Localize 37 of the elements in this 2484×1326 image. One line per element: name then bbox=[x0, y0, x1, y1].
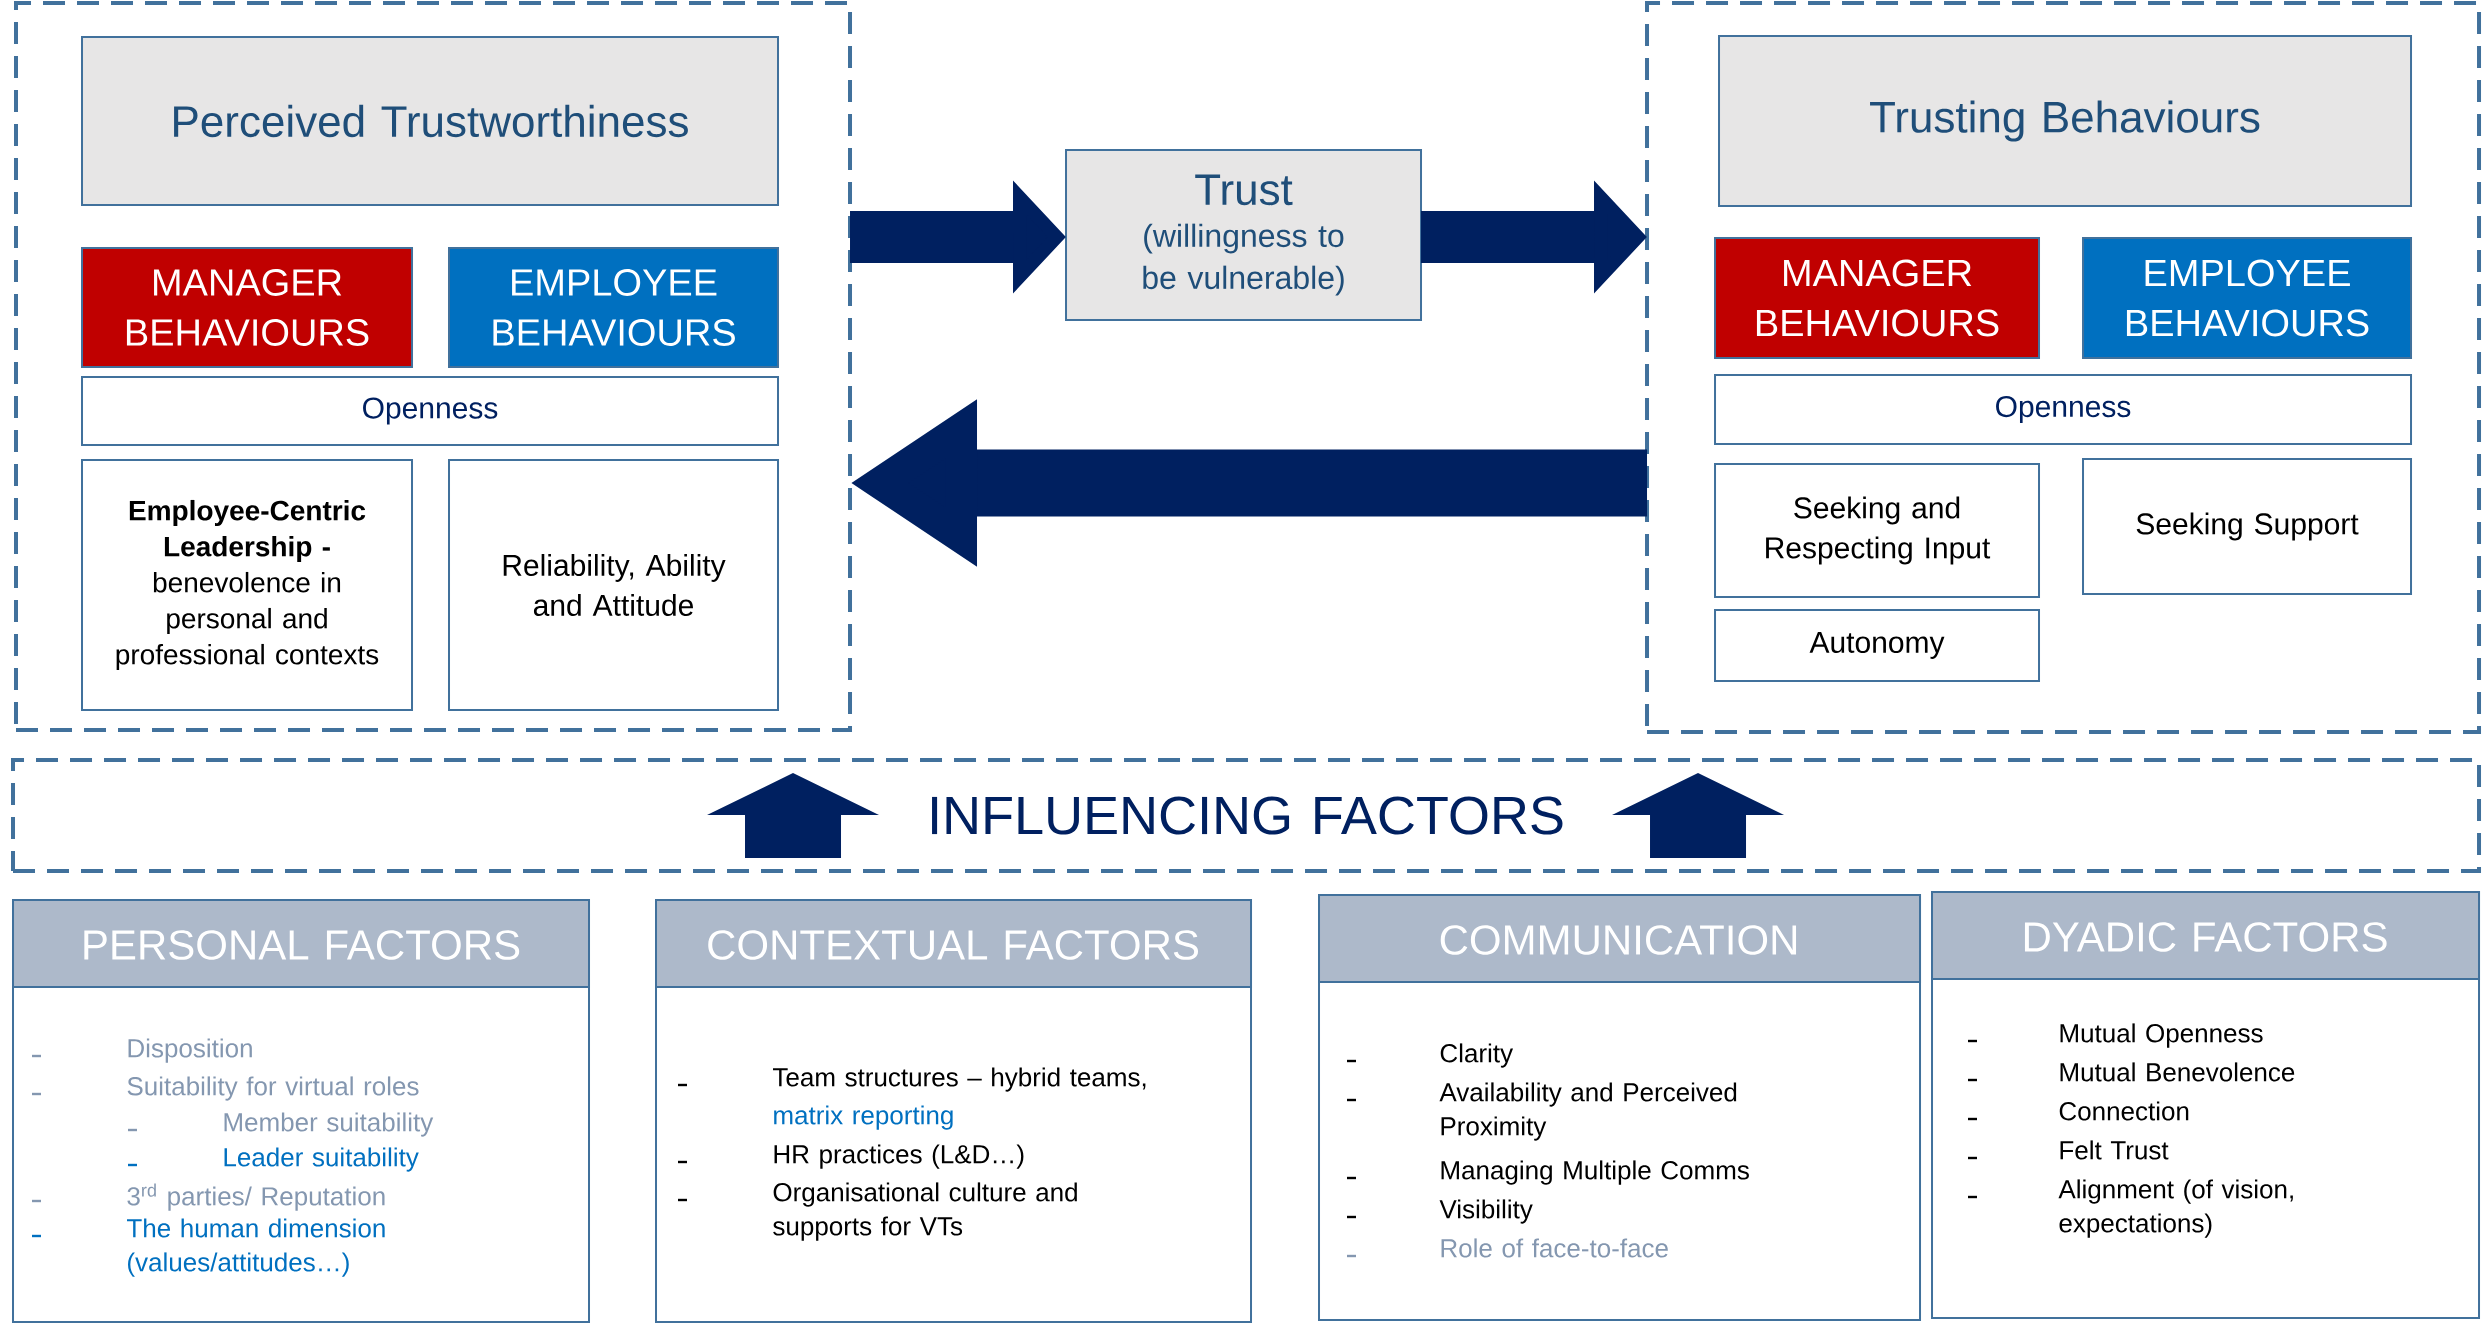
title-box: Trusting Behaviours bbox=[1718, 35, 2412, 207]
list-item: Mutual Openness bbox=[1968, 1023, 2263, 1048]
list-item: Mutual Benevolence bbox=[1968, 1062, 2295, 1082]
list-item: Visibility bbox=[1347, 1199, 1533, 1224]
list-item: Leader suitability bbox=[128, 1147, 419, 1172]
openness-box: Openness bbox=[81, 376, 779, 446]
list-item: Suitability for virtual roles bbox=[32, 1076, 419, 1101]
list-item: Clarity bbox=[1347, 1043, 1514, 1068]
list-item: Managing Multiple Comms bbox=[1347, 1160, 1749, 1185]
list-item: Felt Trust bbox=[1968, 1140, 2169, 1160]
text-box: Seeking Support bbox=[2082, 458, 2412, 595]
list-item: Member suitability bbox=[128, 1112, 434, 1137]
list-item: Disposition bbox=[32, 1038, 252, 1063]
title-box: Perceived Trustworthiness bbox=[81, 36, 779, 206]
list-item: Availability and Perceived Proximity bbox=[1347, 1082, 1737, 1141]
text-box: Employee-Centric Leadership - benevolence in personal and professional contexts bbox=[81, 459, 413, 711]
dashed-banner: INFLUENCING FACTORS bbox=[11, 758, 2482, 873]
behaviour-box: EMPLOYEE BEHAVIOURS bbox=[2082, 237, 2412, 359]
list-item: Role of face-to-face bbox=[1347, 1238, 1668, 1258]
list-item: matrix reporting bbox=[774, 1105, 953, 1130]
list-item: Connection bbox=[1968, 1101, 2189, 1121]
list-item: Organisational culture and supports for VTs bbox=[678, 1182, 1077, 1241]
list-item: The human dimension (values/attitudes…) bbox=[32, 1218, 385, 1277]
list-item: Team structures – hybrid teams, bbox=[678, 1067, 1146, 1092]
behaviour-box: MANAGER BEHAVIOURS bbox=[81, 247, 413, 368]
dashed-frame bbox=[14, 1, 852, 732]
list-item: Alignment (of vision, expectations) bbox=[1968, 1179, 2293, 1238]
text-box: Autonomy bbox=[1714, 609, 2040, 682]
text-box: Reliability, Ability and Attitude bbox=[448, 459, 779, 711]
dashed-frame bbox=[1645, 1, 2482, 734]
list-item: HR practices (L&D…) bbox=[678, 1144, 1024, 1169]
behaviour-box: MANAGER BEHAVIOURS bbox=[1714, 237, 2040, 359]
trust-box: Trust (willingness to be vulnerable) bbox=[1065, 149, 1422, 321]
list-item: 3$^{rd}$ parties/ Reputation bbox=[32, 1183, 385, 1211]
openness-box: Openness bbox=[1714, 374, 2412, 445]
text-box: Seeking and Respecting Input bbox=[1714, 463, 2040, 598]
behaviour-box: EMPLOYEE BEHAVIOURS bbox=[448, 247, 779, 368]
